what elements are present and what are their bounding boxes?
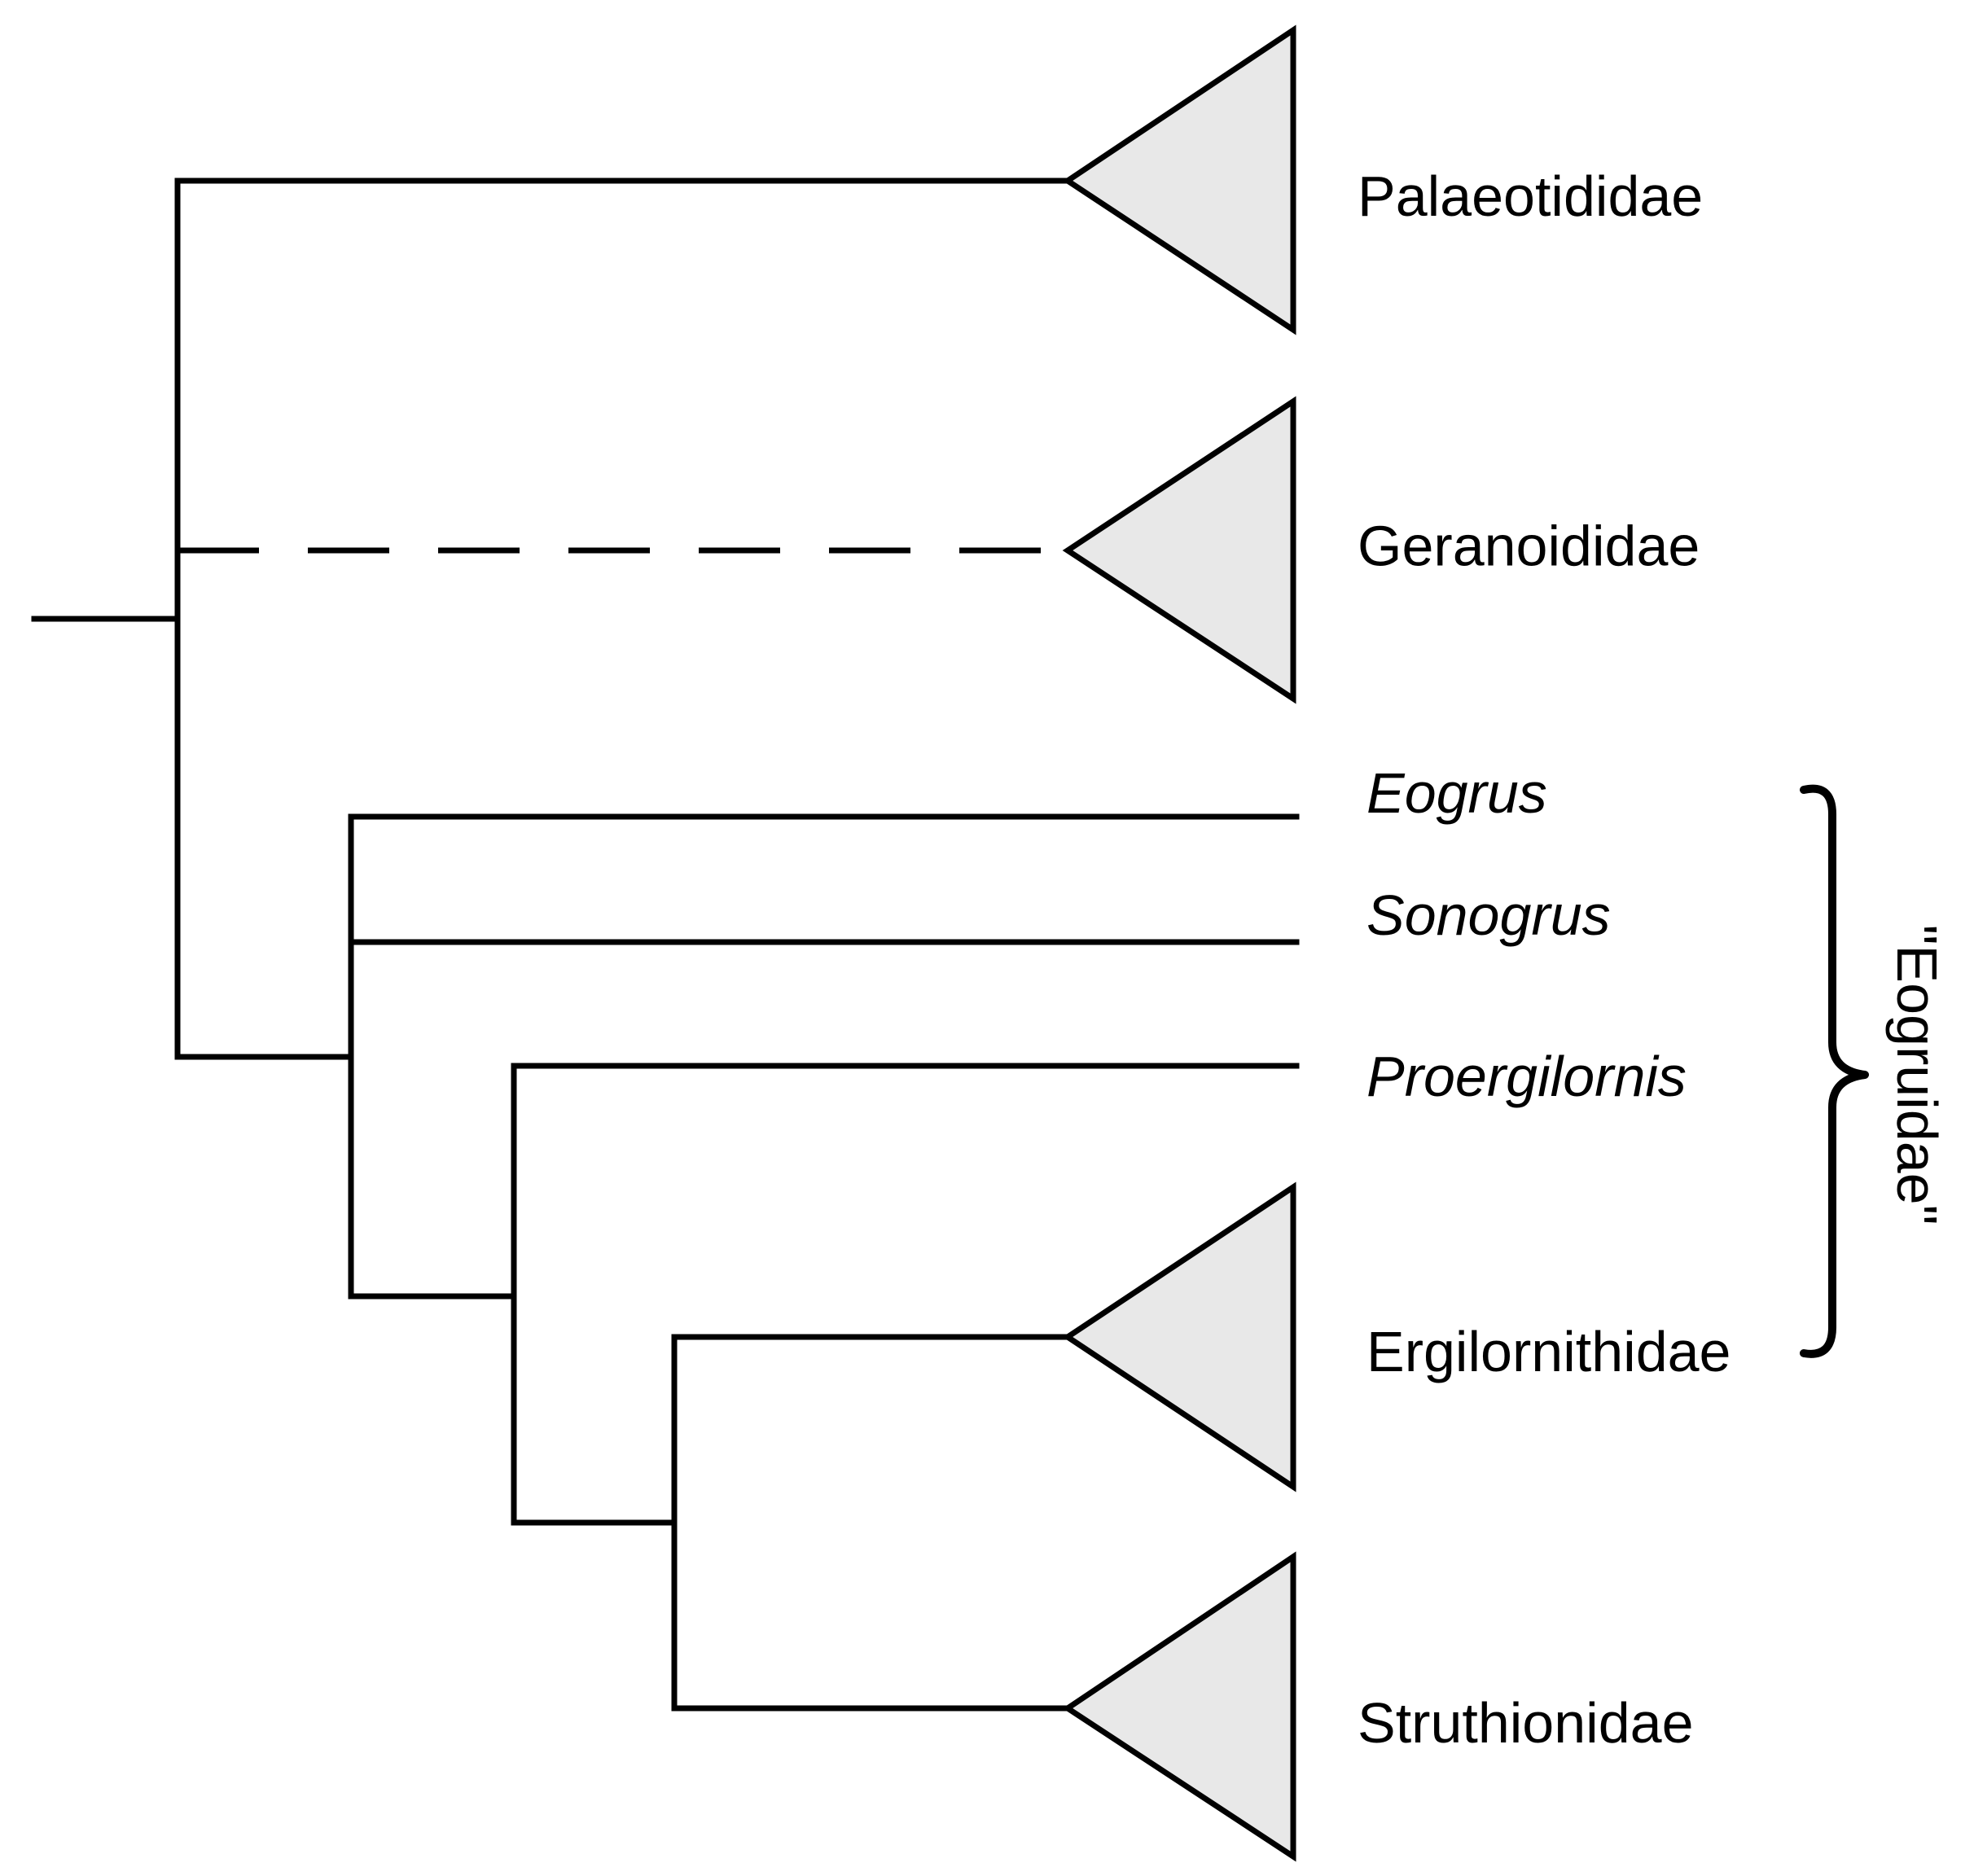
taxon-label-proergilornis: Proergilornis <box>1366 1045 1687 1108</box>
group-label-eogruidae: "Eogruidae" <box>1885 925 1949 1225</box>
clade-triangle-struthionidae <box>1062 1551 1296 1862</box>
clade-triangle-geranoididae <box>1062 396 1296 704</box>
taxon-label-ergilornithidae: Ergilornithidae <box>1366 1320 1731 1383</box>
taxon-label-struthionidae: Struthionidae <box>1358 1691 1694 1755</box>
clade-triangle-ergilornithidae <box>1062 1181 1296 1492</box>
taxon-label-eogrus: Eogrus <box>1366 761 1547 825</box>
taxon-label-palaeotididae: Palaeotididae <box>1358 164 1703 228</box>
taxon-label-geranoididae: Geranoididae <box>1358 514 1700 577</box>
group-bracket-eogruidae <box>1800 784 1869 1358</box>
clade-triangle-palaeotididae <box>1062 24 1296 335</box>
taxon-label-sonogrus: Sonogrus <box>1366 883 1611 947</box>
